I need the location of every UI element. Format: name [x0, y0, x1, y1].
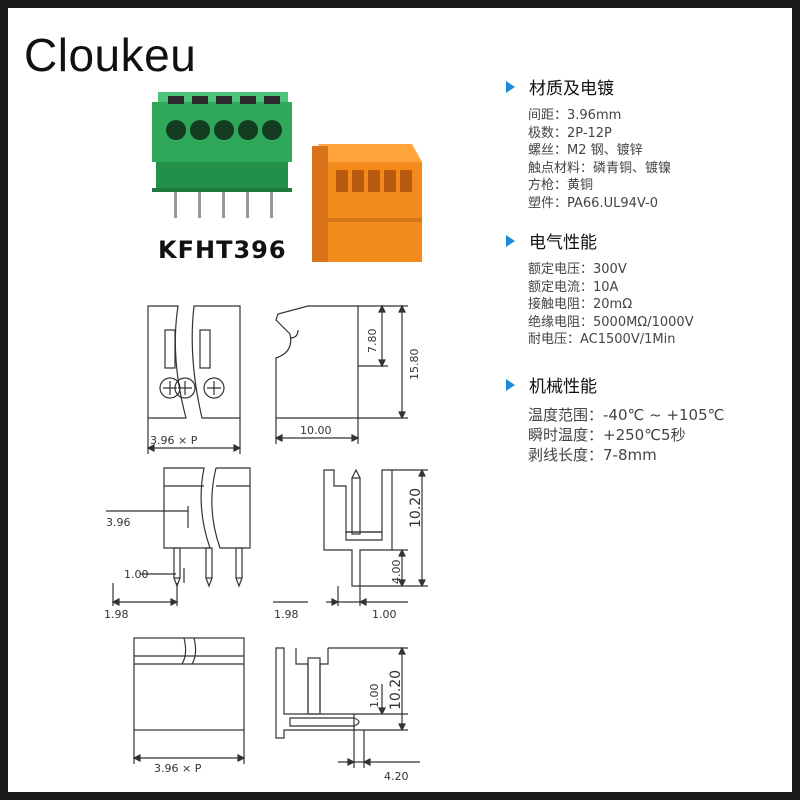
dimension-labels: 3.96 × P 10.00 7.80 15.80 3.96 1.00 1.98… — [104, 329, 424, 784]
dim-label: 10.00 — [300, 424, 332, 437]
dim-label: 1.98 — [274, 608, 299, 621]
spec-item: 额定电压：300V — [528, 262, 627, 277]
spec-item: 绝缘电阻：5000MΩ/1000V — [528, 314, 694, 330]
dim-label: 10.20 — [408, 488, 424, 528]
dim-label: 7.80 — [366, 329, 379, 354]
spec-sheet: Cloukeu K — [8, 8, 792, 792]
dim-label: 3.96 × P — [150, 434, 198, 447]
drawing-mid-front — [106, 467, 308, 606]
drawing-bot-front — [132, 637, 246, 764]
model-number: KFHT396 — [158, 236, 287, 264]
spec-item: 温度范围：-40℃ ~ +105℃ — [528, 406, 725, 424]
spec-list: 额定电压：300V 额定电流：10A 接触电阻：20mΩ 绝缘电阻：5000MΩ… — [528, 261, 786, 349]
dim-label: 3.96 — [106, 516, 131, 529]
brand-logo: Cloukeu — [24, 29, 197, 81]
drawing-top-side — [274, 304, 408, 444]
spec-item: 方枪：黄铜 — [528, 178, 594, 193]
dim-label: 1.00 — [368, 684, 381, 709]
product-photos — [152, 92, 422, 262]
spec-item: 螺丝：M2 钢、镀锌 — [528, 143, 643, 158]
section-mechanical: 机械性能 温度范围：-40℃ ~ +105℃ 瞬时温度：+250℃5秒 剥线长度… — [506, 372, 786, 465]
spec-item: 耐电压：AC1500V/1Min — [528, 332, 676, 347]
arrow-icon — [506, 80, 515, 93]
screw-icon — [203, 377, 225, 399]
spec-item: 额定电流：10A — [528, 279, 619, 295]
spec-item: 极数：2P-12P — [528, 125, 612, 141]
green-connector-image — [152, 92, 292, 218]
dim-label: 1.00 — [124, 568, 149, 581]
section-title: 材质及电镀 — [529, 79, 614, 99]
section-materials: 材质及电镀 间距：3.96mm 极数：2P-12P 螺丝：M2 钢、镀锌 触点材… — [506, 74, 786, 212]
drawing-top-front — [146, 305, 242, 454]
dim-label: 1.98 — [104, 608, 129, 621]
spec-item: 塑件：PA66.UL94V-0 — [528, 195, 658, 211]
section-title: 电气性能 — [529, 233, 597, 253]
technical-drawings — [106, 304, 428, 768]
arrow-icon — [506, 234, 515, 247]
section-electrical: 电气性能 额定电压：300V 额定电流：10A 接触电阻：20mΩ 绝缘电阻：5… — [506, 228, 786, 349]
arrow-icon — [506, 378, 515, 391]
section-title: 机械性能 — [529, 377, 597, 397]
spec-item: 接触电阻：20mΩ — [528, 297, 633, 312]
dim-label: 10.20 — [388, 670, 404, 710]
spec-list: 间距：3.96mm 极数：2P-12P 螺丝：M2 钢、镀锌 触点材料：磷青铜、… — [528, 107, 786, 212]
drawing-mid-side — [323, 468, 428, 606]
spec-item: 触点材料：磷青铜、镀镍 — [528, 160, 672, 176]
dim-label: 15.80 — [408, 349, 421, 381]
drawing-bot-side — [275, 646, 420, 768]
dim-label: 4.20 — [384, 770, 409, 783]
spec-item: 剥线长度：7-8mm — [528, 446, 657, 464]
spec-item: 瞬时温度：+250℃5秒 — [528, 426, 686, 444]
dim-label: 1.00 — [372, 608, 397, 621]
dim-label: 4.00 — [390, 560, 403, 585]
orange-connector-image — [312, 144, 422, 262]
spec-list: 温度范围：-40℃ ~ +105℃ 瞬时温度：+250℃5秒 剥线长度：7-8m… — [528, 405, 786, 465]
dim-label: 3.96 × P — [154, 762, 202, 775]
spec-item: 间距：3.96mm — [528, 108, 622, 123]
screw-icon — [174, 377, 196, 399]
